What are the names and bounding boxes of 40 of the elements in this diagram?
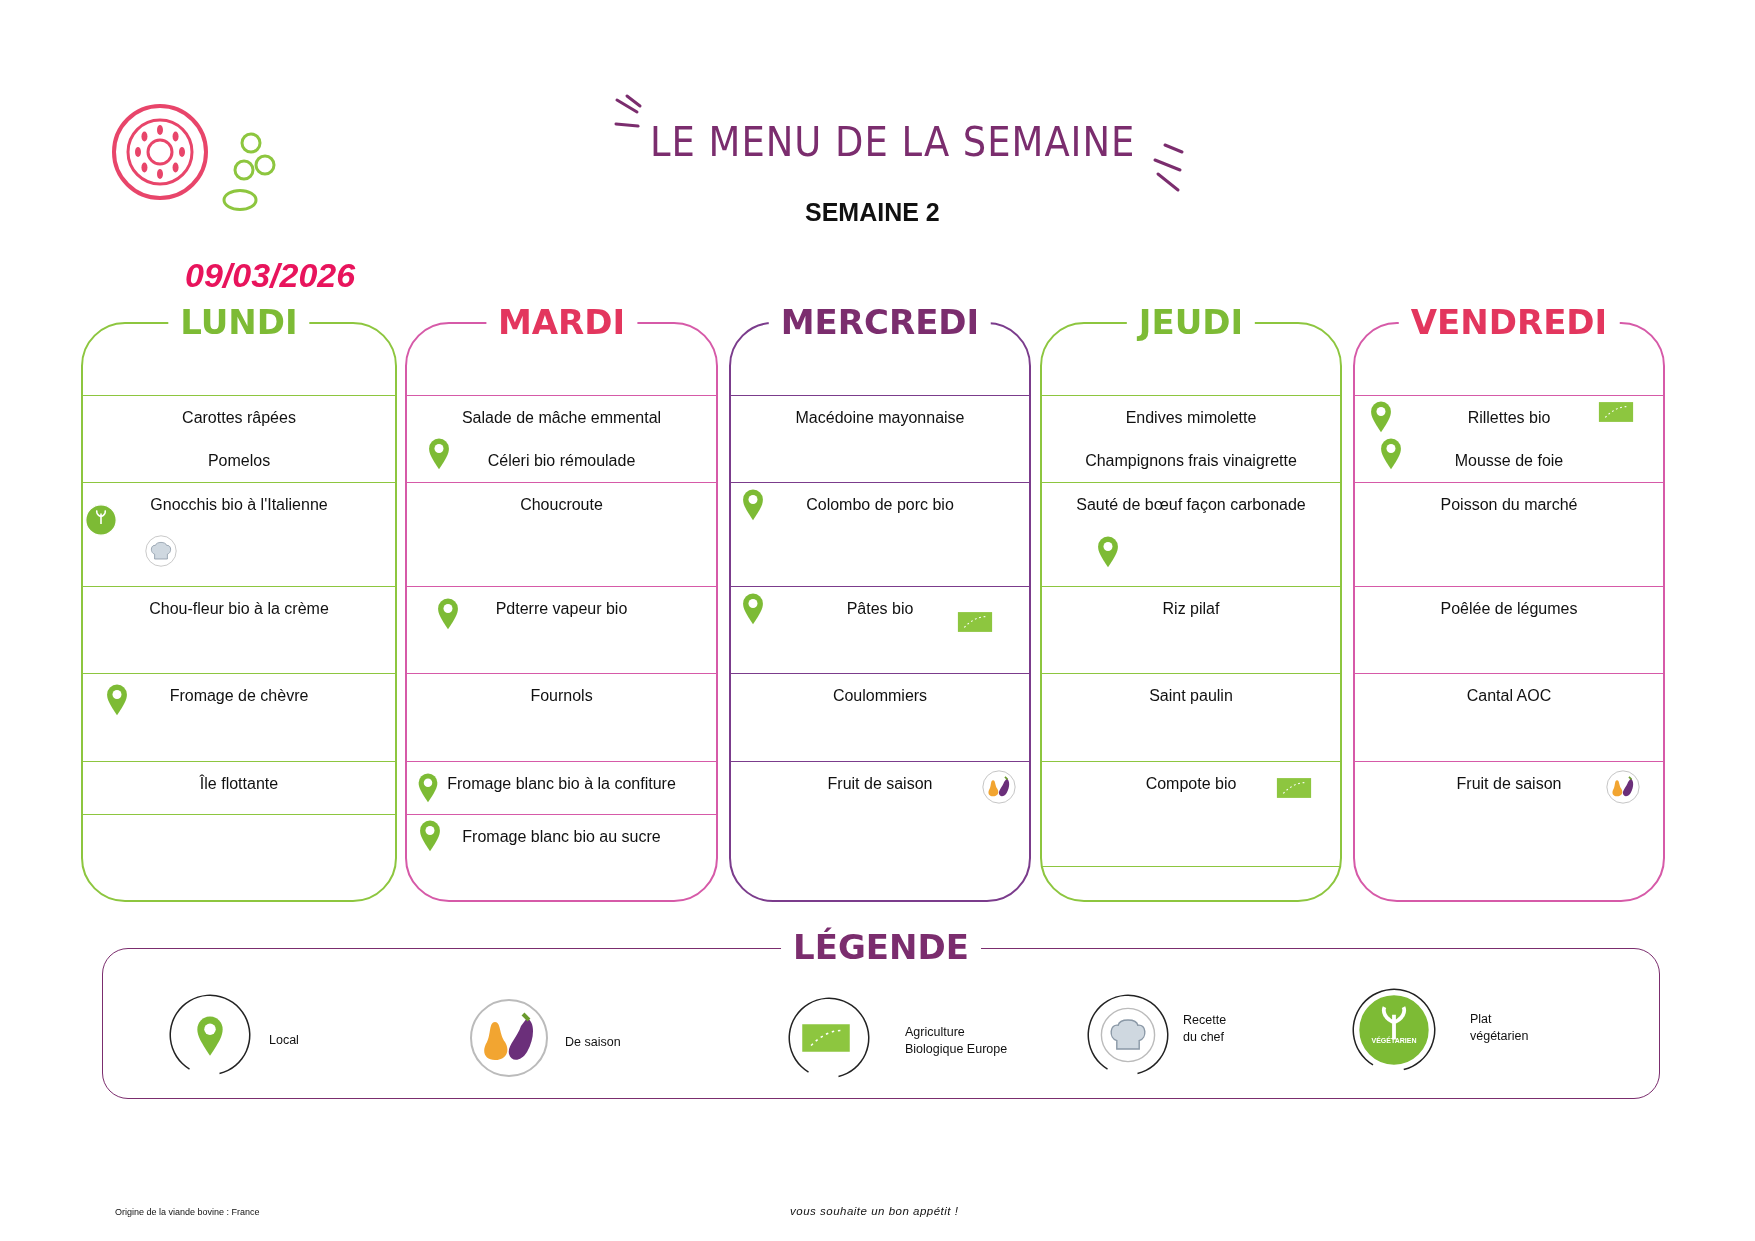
dish-name: Gnocchis bio à l'Italienne xyxy=(150,495,328,515)
dish-name: Carottes râpées xyxy=(182,408,296,428)
dish-name: Sauté de bœuf façon carbonade xyxy=(1076,495,1306,515)
dish-name: Fromage blanc bio au sucre xyxy=(462,827,661,847)
legend-text: Local xyxy=(269,1032,300,1049)
dish-name: Mousse de foie xyxy=(1454,451,1564,471)
dish-name: Riz pilaf xyxy=(1162,599,1220,619)
dish-name: Fromage de chèvre xyxy=(169,686,309,706)
dish-name: Poêlée de légumes xyxy=(1440,599,1578,619)
week-label: SEMAINE 2 xyxy=(805,198,940,227)
date-label: 09/03/2026 xyxy=(185,256,356,295)
dish-name: Céleri bio rémoulade xyxy=(487,451,636,471)
dish-name: Pâtes bio xyxy=(846,599,914,619)
dish-name: Cantal AOC xyxy=(1466,686,1552,706)
dish-name: Chou-fleur bio à la crème xyxy=(149,599,329,619)
dish-name: Coulommiers xyxy=(832,686,928,706)
legend-text: Agriculture Biologique Europe xyxy=(905,1024,1009,1058)
dish-name: Rillettes bio xyxy=(1467,408,1551,428)
dish-name: Fromage blanc bio à la confiture xyxy=(447,774,676,794)
dish-name: Champignons frais vinaigrette xyxy=(1085,451,1297,471)
legend-text: De saison xyxy=(565,1034,622,1051)
legend-text: Plat végétarien xyxy=(1470,1011,1530,1045)
closing-note: vous souhaite un bon appétit ! xyxy=(790,1205,959,1217)
dish-name: Choucroute xyxy=(520,495,603,515)
dish-name: Poisson du marché xyxy=(1440,495,1578,515)
dish-name: Colombo de porc bio xyxy=(806,495,954,515)
dish-name: Macédoine mayonnaise xyxy=(795,408,965,428)
dish-name: Fruit de saison xyxy=(1456,774,1562,794)
dish-name: Endives mimolette xyxy=(1125,408,1257,428)
dish-name: Pdterre vapeur bio xyxy=(495,599,628,619)
dish-name: Fournols xyxy=(530,686,593,706)
footnote: Origine de la viande bovine : France xyxy=(115,1207,260,1217)
page-title: LE MENU DE LA SEMAINE xyxy=(650,118,1136,166)
dish-name: Pomelos xyxy=(207,451,271,471)
dish-name: Île flottante xyxy=(199,774,279,794)
dish-name: Compote bio xyxy=(1145,774,1237,794)
dish-name: Saint paulin xyxy=(1149,686,1233,706)
dish-name: Salade de mâche emmental xyxy=(461,408,662,428)
dish-name: Fruit de saison xyxy=(827,774,933,794)
legend-text: Recette du chef xyxy=(1183,1012,1228,1046)
